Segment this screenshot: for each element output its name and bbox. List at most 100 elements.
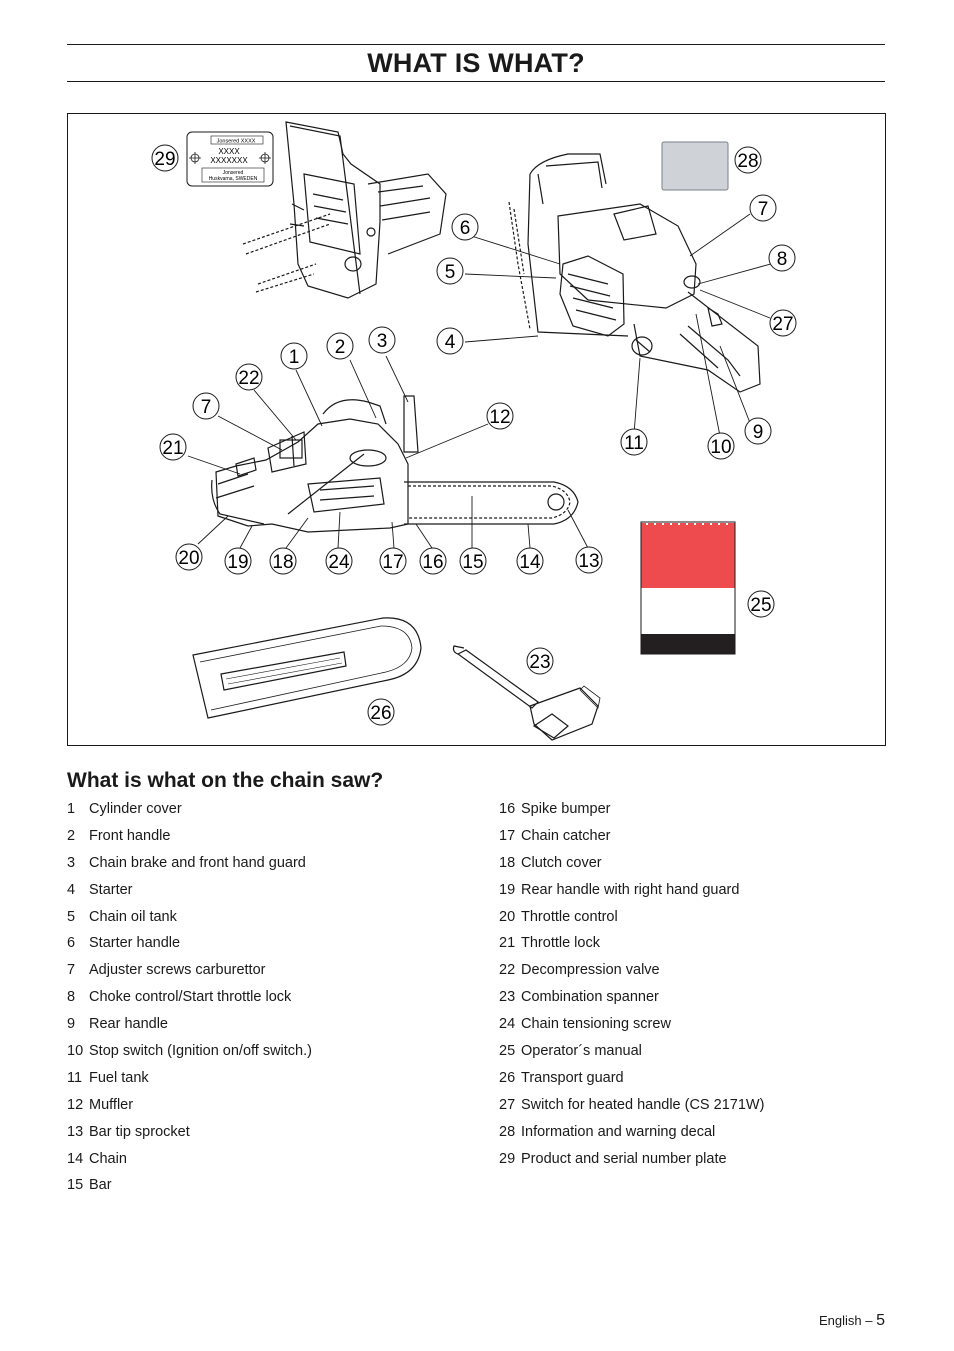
part-label: Choke control/Start throttle lock: [89, 989, 292, 1006]
warning-decal: [661, 141, 729, 191]
callout-26: 26: [370, 703, 391, 724]
callout-29: 29: [154, 149, 175, 170]
callout-19: 19: [227, 552, 248, 573]
part-label: Chain tensioning screw: [521, 1016, 671, 1033]
transport-guard-drawing: [192, 617, 422, 719]
part-number: 4: [67, 881, 76, 898]
list-item: 18 Clutch cover: [499, 854, 764, 881]
part-label: Chain oil tank: [89, 908, 177, 925]
section-title: What is what on the chain saw?: [67, 769, 384, 792]
list-item: 23 Combination spanner: [499, 988, 764, 1015]
part-number: 14: [67, 1150, 84, 1167]
saw-middle-drawing: [211, 395, 579, 533]
list-item: 15 Bar: [67, 1176, 312, 1203]
part-number: 6: [67, 935, 76, 952]
leader-lines: [187, 213, 779, 549]
part-number: 15: [67, 1177, 84, 1194]
callout-11: 11: [624, 433, 644, 454]
part-label: Cylinder cover: [89, 801, 182, 817]
part-label: Chain brake and front hand guard: [89, 854, 306, 871]
part-number: 7: [67, 962, 76, 979]
part-label: Clutch cover: [521, 854, 602, 871]
callout-2: 2: [335, 337, 346, 358]
plate-line-5: Huskvarna, SWEDEN: [209, 176, 258, 182]
part-number: 1: [67, 801, 76, 817]
callout-20: 20: [178, 548, 199, 569]
callouts: 29 28 7 6 8 5 27 4 3 2 1 22 7 12 21 11 1…: [151, 144, 797, 726]
combination-spanner-drawing: [452, 645, 601, 741]
part-number: 8: [67, 989, 76, 1006]
plate-line-3: XXXXXXX: [210, 156, 248, 165]
part-number: 5: [67, 908, 76, 925]
saw-top-right-drawing: [508, 153, 761, 393]
part-number: 28: [499, 1123, 516, 1140]
list-item: 10 Stop switch (Ignition on/off switch.): [67, 1042, 312, 1069]
manual-header-dots: [646, 523, 728, 525]
part-label: Combination spanner: [521, 989, 659, 1006]
callout-8: 8: [777, 249, 788, 270]
part-label: Spike bumper: [521, 801, 611, 817]
part-number: 16: [499, 801, 516, 817]
manual-red-band: [641, 523, 735, 588]
manual-black-band: [641, 634, 735, 654]
callout-4: 4: [445, 332, 456, 353]
part-number: 24: [499, 1016, 516, 1033]
list-item: 5 Chain oil tank: [67, 908, 312, 935]
list-item: 21 Throttle lock: [499, 934, 764, 961]
part-number: 18: [499, 854, 516, 871]
page-title: WHAT IS WHAT?: [367, 48, 585, 78]
part-label: Starter: [89, 881, 133, 898]
part-label: Stop switch (Ignition on/off switch.): [89, 1043, 312, 1060]
callout-21: 21: [162, 438, 183, 459]
title-rule-top: [67, 44, 885, 45]
list-item: 28 Information and warning decal: [499, 1123, 764, 1150]
chainsaw-illustration: Jonsered XXXX XXXX XXXXXXX Jonsered Husk…: [151, 121, 797, 741]
part-number: 19: [499, 881, 516, 898]
part-label: Switch for heated handle (CS 2171W): [521, 1096, 765, 1113]
callout-1: 1: [289, 347, 300, 368]
part-label: Chain: [89, 1150, 127, 1167]
part-number: 23: [499, 989, 516, 1006]
callout-22: 22: [238, 368, 259, 389]
plate-line-4: Jonsered: [223, 170, 244, 176]
part-number: 9: [67, 1016, 76, 1033]
callout-18: 18: [272, 552, 293, 573]
plate-line-1: Jonsered XXXX: [217, 139, 256, 145]
operators-manual-drawing: [640, 521, 736, 655]
callout-12: 12: [489, 407, 510, 428]
part-number: 21: [499, 935, 516, 952]
part-number: 10: [67, 1043, 84, 1060]
callout-28: 28: [737, 151, 758, 172]
callout-25: 25: [750, 595, 771, 616]
part-label: Starter handle: [89, 935, 181, 952]
list-item: 6 Starter handle: [67, 934, 312, 961]
serial-number-plate: Jonsered XXXX XXXX XXXXXXX Jonsered Husk…: [186, 131, 274, 187]
title-rule-bottom: [67, 81, 885, 82]
part-label: Throttle lock: [521, 935, 600, 952]
part-label: Decompression valve: [521, 962, 660, 979]
callout-24: 24: [328, 552, 350, 573]
part-label: Information and warning decal: [521, 1123, 716, 1140]
callout-14: 14: [519, 552, 541, 573]
callout-3: 3: [377, 331, 388, 352]
callout-23: 23: [529, 652, 550, 673]
part-label: Bar: [89, 1177, 112, 1194]
list-item: 1 Cylinder cover: [67, 800, 312, 827]
part-number: 25: [499, 1043, 516, 1060]
callout-13: 13: [578, 551, 599, 572]
chainsaw-figure: Jonsered XXXX XXXX XXXXXXX Jonsered Husk…: [67, 113, 886, 746]
part-label: Bar tip sprocket: [89, 1123, 190, 1140]
